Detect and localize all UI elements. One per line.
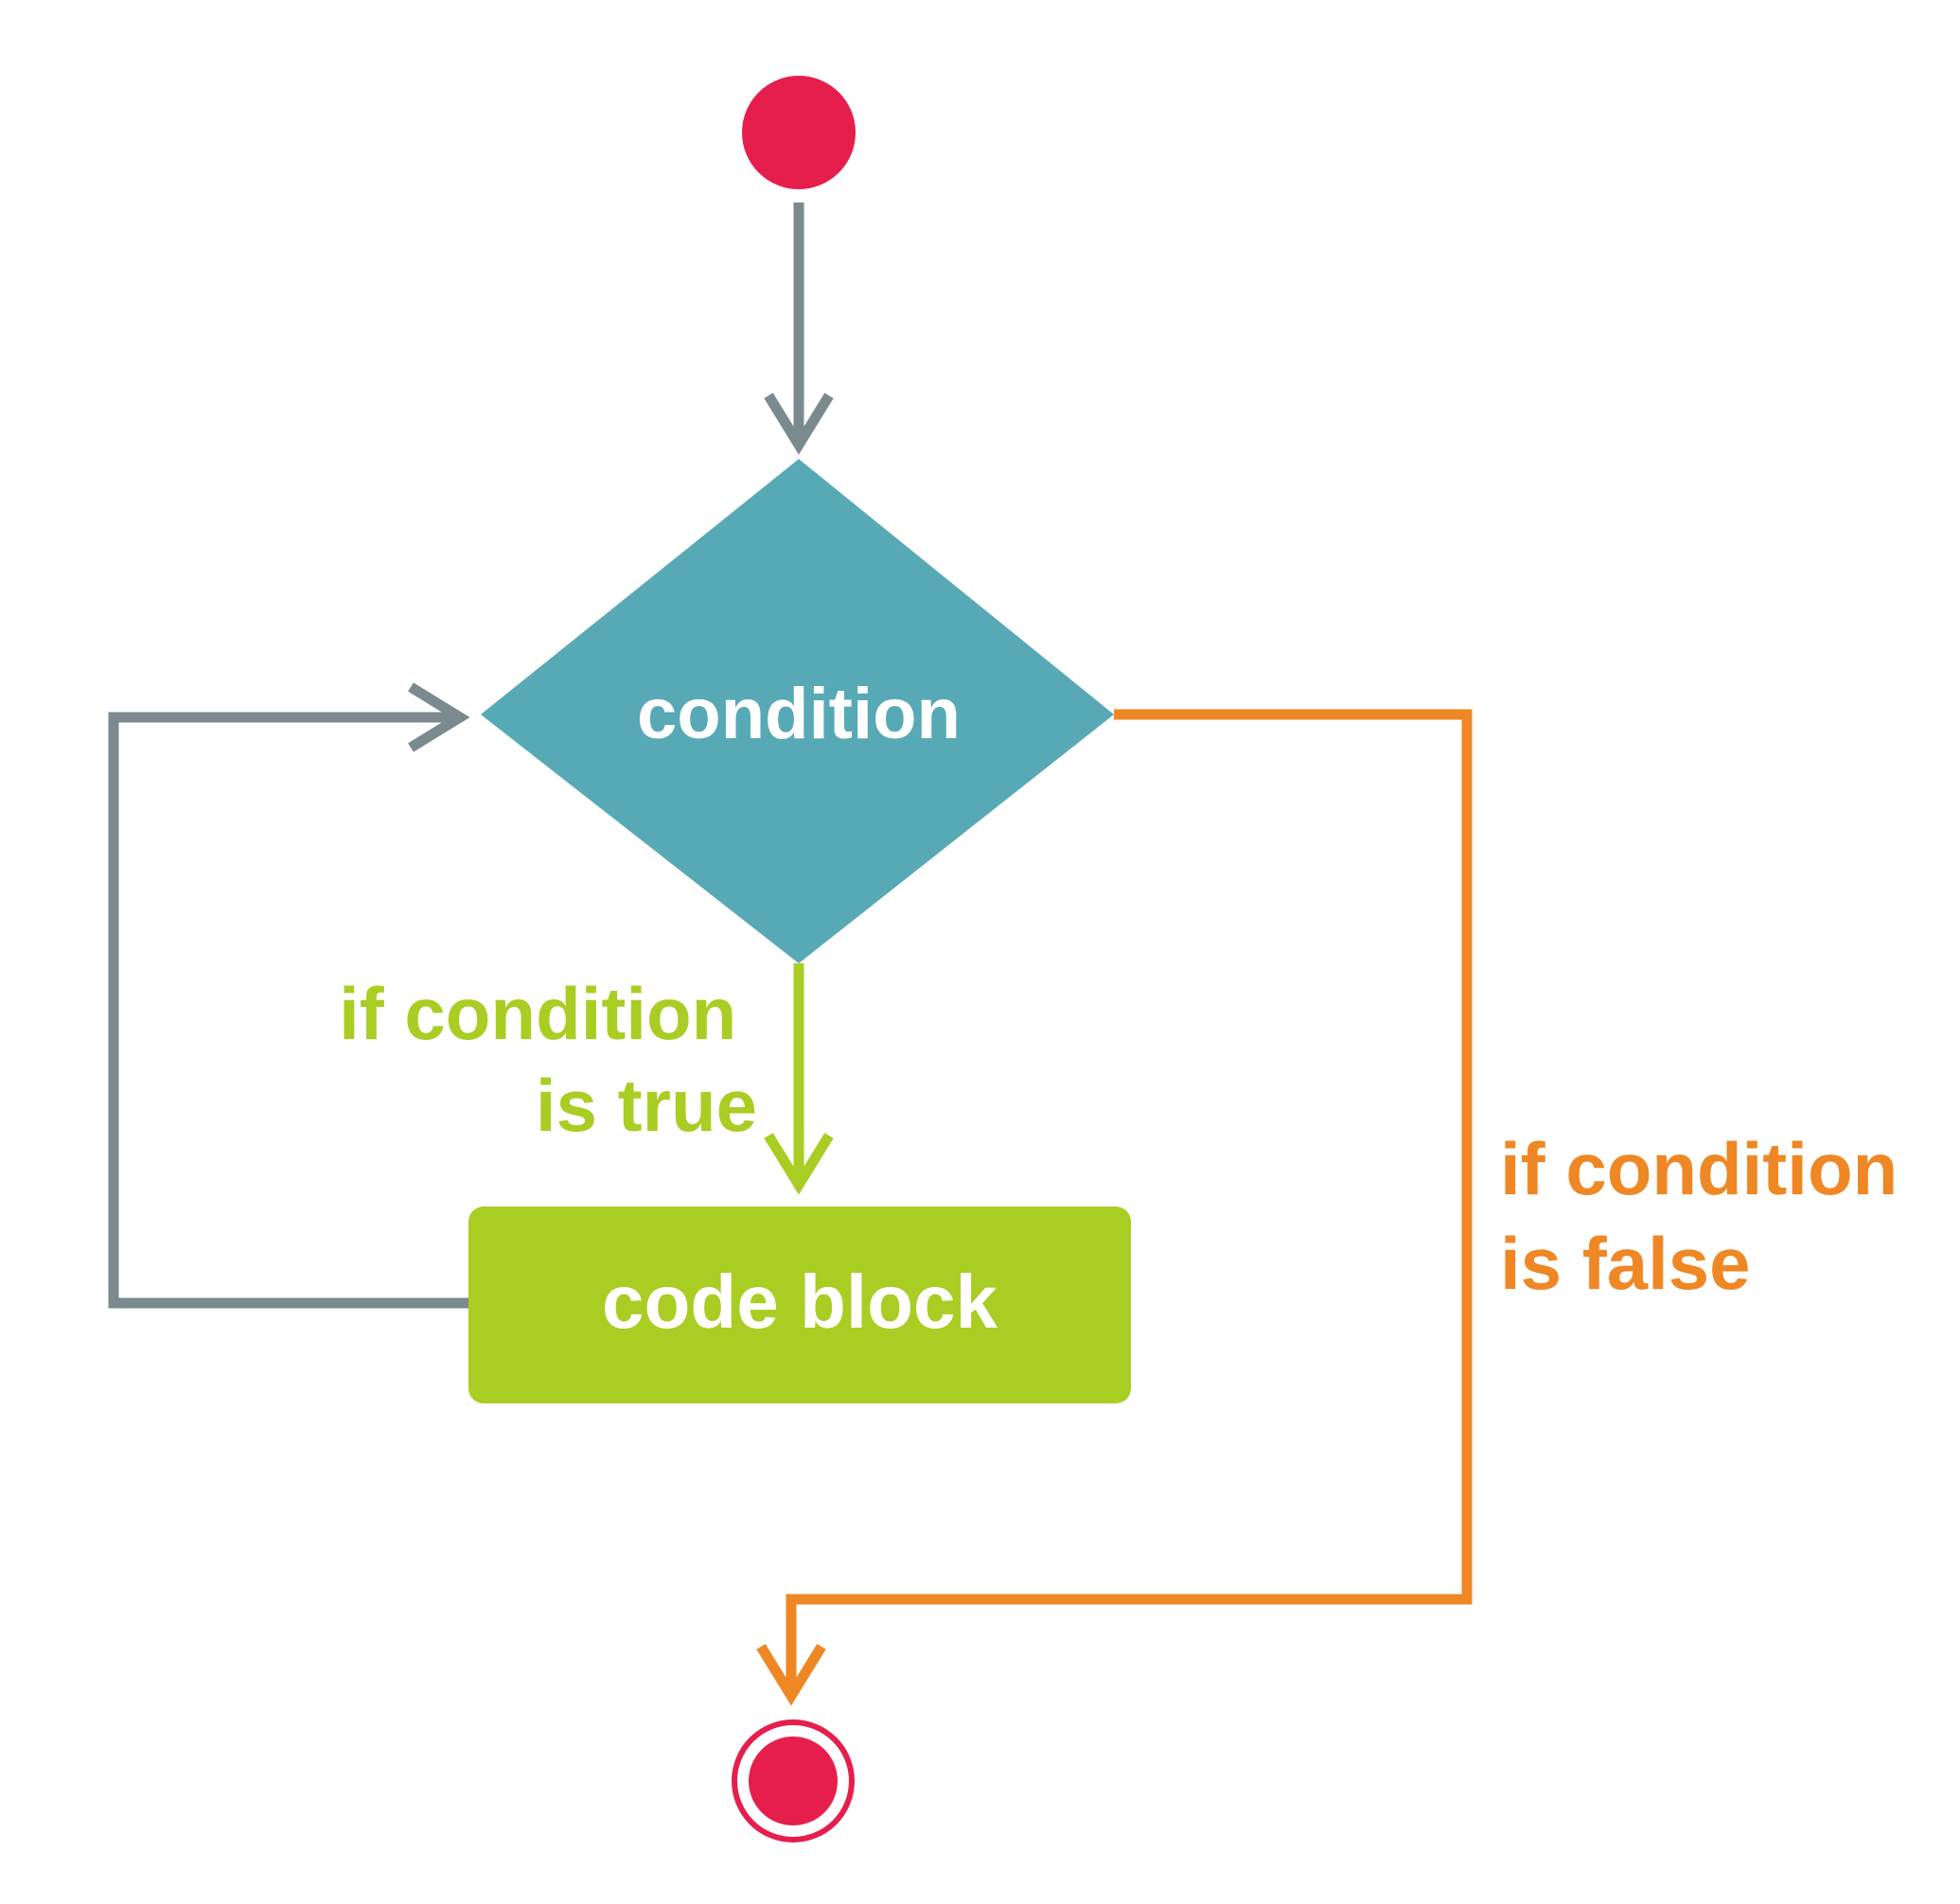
start-to-condition-arrowhead (764, 393, 834, 455)
true-branch-label: if condition is true (339, 972, 757, 1147)
loop-back-line (108, 712, 468, 1309)
true-branch-label-line-2: is true (536, 1064, 757, 1147)
start-node (742, 76, 856, 189)
code-block-label: code block (602, 1260, 998, 1344)
true-branch-label-line-1: if condition (339, 972, 736, 1055)
false-branch-label-line-2: is false (1500, 1222, 1751, 1305)
condition-decision-diamond (481, 459, 1114, 963)
end-node (749, 1737, 838, 1825)
false-branch-line (786, 709, 1473, 1692)
false-branch-arrowhead (756, 1644, 826, 1706)
condition-label: condition (637, 674, 961, 754)
true-branch-arrowhead (764, 1133, 834, 1195)
false-branch-label: if condition is false (1500, 1127, 1918, 1305)
code-block-node (468, 1207, 1131, 1403)
loop-back-arrowhead (408, 682, 470, 752)
false-branch-label-line-1: if condition (1500, 1127, 1898, 1210)
